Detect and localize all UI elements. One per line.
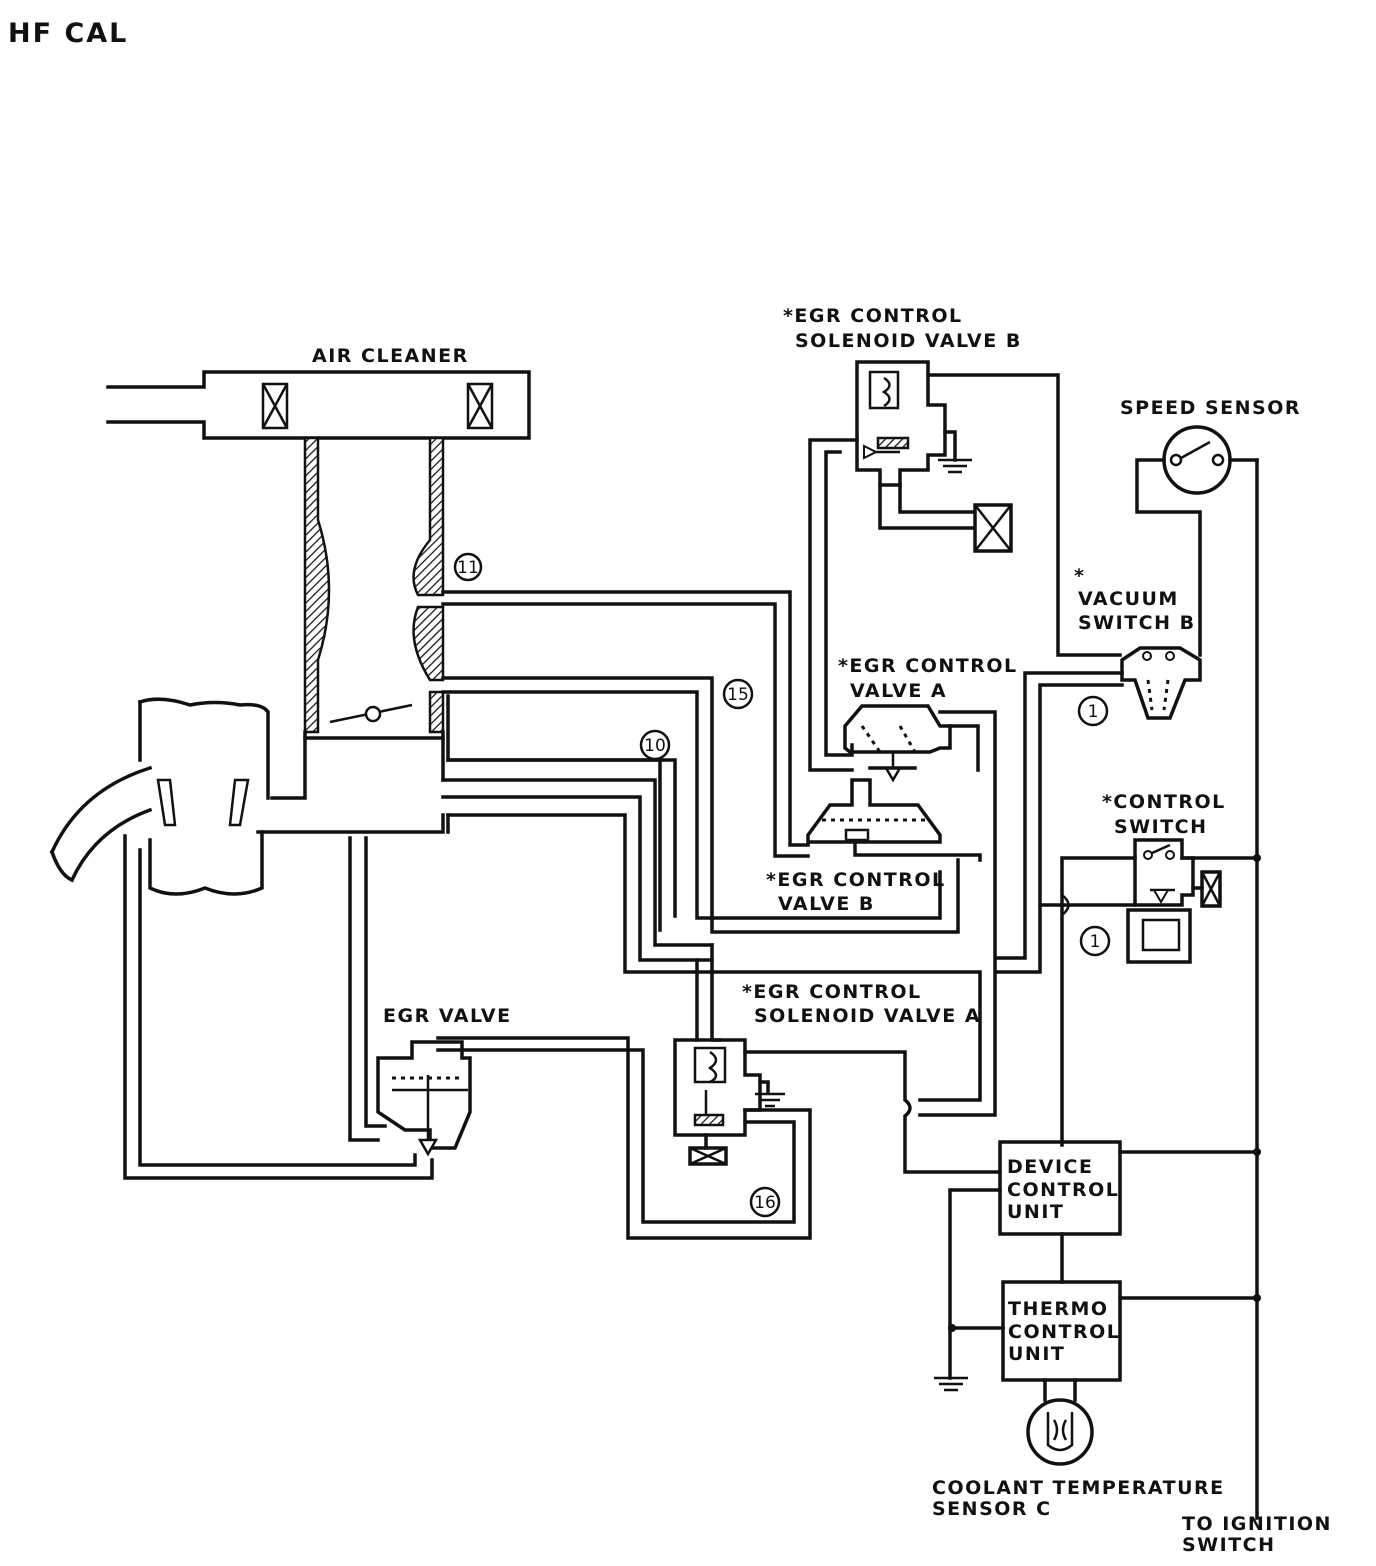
hose-number-1-lower: 1 bbox=[1079, 925, 1111, 957]
hose-number-15: 15 bbox=[722, 678, 754, 710]
egr-control-valve-b bbox=[806, 778, 982, 862]
svg-text:15: 15 bbox=[727, 685, 749, 705]
egr-control-solenoid-valve-a bbox=[673, 1038, 785, 1166]
engine bbox=[49, 697, 445, 896]
egr-control-solenoid-valve-a-label-line2: SOLENOID VALVE A bbox=[754, 1005, 981, 1027]
egr-control-solenoid-valve-b-label-line2: SOLENOID VALVE B bbox=[795, 330, 1022, 352]
svg-text:11: 11 bbox=[457, 558, 479, 578]
egr-control-valve-a-label-line1: *EGR CONTROL bbox=[838, 655, 1018, 677]
egr-valve-label: EGR VALVE bbox=[383, 1005, 512, 1027]
svg-text:1: 1 bbox=[1088, 702, 1099, 722]
exhaust-line-outer bbox=[123, 834, 434, 1180]
hose-15 bbox=[441, 676, 960, 934]
to-ignition-switch-label-line2: SWITCH bbox=[1182, 1534, 1276, 1556]
speed-sensor-label: SPEED SENSOR bbox=[1120, 397, 1301, 419]
egr-control-valve-a-label-line2: VALVE A bbox=[850, 680, 947, 702]
control-switch-label-line2: SWITCH bbox=[1114, 816, 1208, 838]
thermo-control-unit-label-line1: THERMO bbox=[1008, 1298, 1109, 1320]
thermo-control-unit-label-line2: CONTROL bbox=[1008, 1321, 1120, 1343]
vacuum-switch-b-label-line1: VACUUM bbox=[1078, 588, 1179, 610]
vacuum-switch-b bbox=[1120, 646, 1202, 720]
thermo-control-unit-label-line3: UNIT bbox=[1008, 1343, 1065, 1365]
air-cleaner bbox=[106, 370, 531, 440]
coolant-temperature-sensor-label-line1: COOLANT TEMPERATURE bbox=[932, 1477, 1225, 1499]
coolant-temperature-sensor-label-line2: SENSOR C bbox=[932, 1498, 1052, 1520]
carburetor bbox=[270, 436, 445, 800]
egr-control-valve-b-label-line2: VALVE B bbox=[778, 893, 875, 915]
hose-number-10: 10 bbox=[639, 729, 671, 761]
egr-vacuum-line bbox=[348, 836, 380, 1142]
device-control-unit-label-line1: DEVICE bbox=[1007, 1156, 1093, 1178]
vacuum-switch-b-label-asterisk: * bbox=[1074, 565, 1085, 587]
device-control-unit-label-line2: CONTROL bbox=[1007, 1179, 1119, 1201]
egr-control-solenoid-valve-a-label-line1: *EGR CONTROL bbox=[742, 981, 922, 1003]
svg-text:10: 10 bbox=[644, 736, 666, 756]
device-control-unit bbox=[998, 1140, 1122, 1236]
device-control-unit-label-line3: UNIT bbox=[1007, 1201, 1064, 1223]
hose-16 bbox=[436, 1048, 796, 1224]
hose-11 bbox=[441, 590, 810, 847]
air-cleaner-label: AIR CLEANER bbox=[312, 345, 469, 367]
egr-control-valve-b-label-line1: *EGR CONTROL bbox=[766, 869, 946, 891]
egr-control-solenoid-valve-b-label-line1: *EGR CONTROL bbox=[783, 305, 963, 327]
hose-number-1-upper: 1 bbox=[1077, 695, 1109, 727]
thermo-control-unit bbox=[1001, 1280, 1122, 1382]
hose-number-16: 16 bbox=[749, 1186, 781, 1218]
coolant-temperature-sensor bbox=[1026, 1378, 1094, 1466]
control-switch-label-line1: *CONTROL bbox=[1102, 791, 1226, 813]
to-ignition-switch-label-line1: TO IGNITION bbox=[1182, 1513, 1332, 1535]
control-switch bbox=[1126, 838, 1222, 964]
hose-number-11: 11 bbox=[453, 552, 483, 582]
svg-text:1: 1 bbox=[1090, 932, 1101, 952]
exhaust-line-inner bbox=[138, 848, 417, 1167]
egr-control-solenoid-valve-b bbox=[855, 360, 1013, 553]
egr-control-valve-a bbox=[843, 704, 952, 783]
vacuum-switch-b-label-line2: SWITCH B bbox=[1078, 612, 1196, 634]
egr-valve bbox=[376, 1040, 472, 1157]
speed-sensor bbox=[1135, 425, 1259, 657]
page-title: HF CAL bbox=[8, 18, 128, 49]
svg-text:16: 16 bbox=[754, 1193, 776, 1213]
